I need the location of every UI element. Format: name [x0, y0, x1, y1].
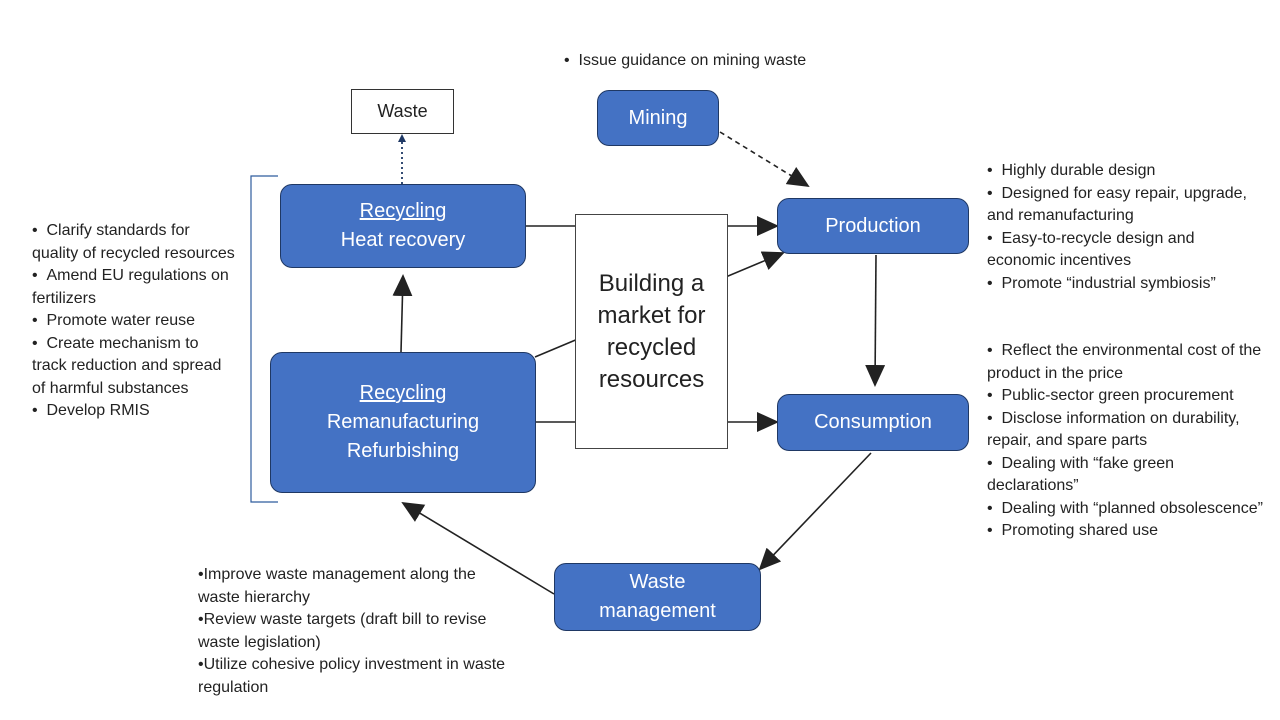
market-line-2: market for — [597, 301, 706, 329]
note-item: Utilize cohesive policy investment in wa… — [198, 654, 513, 699]
note-item: Public-sector green procurement — [987, 385, 1267, 408]
consumption-node: Consumption — [777, 394, 969, 451]
note-item: Highly durable design — [987, 160, 1267, 183]
market-line-3: recycled — [606, 333, 697, 361]
waste-label: Waste — [377, 101, 428, 121]
mining-label: Mining — [628, 106, 688, 129]
note-item: Promote “industrial symbiosis” — [987, 273, 1267, 296]
mining-node: Mining — [597, 90, 719, 146]
market-line-1: Building a — [598, 269, 705, 297]
note-item: Dealing with “fake green declarations” — [987, 453, 1267, 498]
note-item: Issue guidance on mining waste — [564, 50, 864, 73]
remanufacturing-label: Remanufacturing — [326, 411, 480, 433]
recycling-bracket — [250, 175, 278, 503]
mining-notes: Issue guidance on mining waste — [564, 50, 864, 73]
note-item: Dealing with “planned obsolescence” — [987, 498, 1267, 521]
note-item: Designed for easy repair, upgrade, and r… — [987, 183, 1267, 228]
production-node: Production — [777, 198, 969, 254]
note-item: Promoting shared use — [987, 520, 1267, 543]
note-item: Reflect the environmental cost of the pr… — [987, 340, 1267, 385]
waste-management-notes: Improve waste management along the waste… — [198, 564, 513, 699]
recycling-remanufacturing-node: Recycling Remanufacturing Refurbishing — [270, 352, 536, 493]
waste-management-node: Waste management — [554, 563, 761, 631]
waste-management-line-2: management — [599, 600, 716, 622]
heat-recovery-label: Heat recovery — [340, 229, 466, 251]
consumption-label: Consumption — [814, 411, 932, 433]
note-item: Disclose information on durability, repa… — [987, 408, 1267, 453]
arrow-consumption-waste-management — [758, 452, 872, 571]
note-item: Clarify standards for quality of recycle… — [32, 220, 237, 265]
recycling-notes: Clarify standards for quality of recycle… — [32, 220, 237, 423]
note-item: Review waste targets (draft bill to revi… — [198, 609, 513, 654]
arrow-mining-production — [719, 131, 810, 188]
note-item: Develop RMIS — [32, 400, 237, 423]
production-notes: Highly durable design Designed for easy … — [987, 160, 1267, 295]
waste-management-line-1: Waste — [629, 571, 686, 593]
arrow-reman-heat — [392, 274, 413, 353]
arrow-production-consumption — [865, 254, 886, 387]
market-line-4: resources — [598, 365, 705, 393]
note-item: Improve waste management along the waste… — [198, 564, 513, 609]
note-item: Promote water reuse — [32, 310, 237, 333]
note-item: Easy-to-recycle design and economic ince… — [987, 228, 1267, 273]
recycling-heat-title: Recycling — [359, 200, 447, 222]
market-box: Building a market for recycled resources — [575, 214, 728, 449]
arrow-waste-management-reman — [401, 501, 555, 595]
waste-box: Waste — [351, 89, 454, 134]
recycling-heat-recovery-node: Recycling Heat recovery — [280, 184, 526, 268]
recycling-reman-title: Recycling — [359, 382, 447, 404]
note-item: Amend EU regulations on fertilizers — [32, 265, 237, 310]
refurbishing-label: Refurbishing — [346, 440, 460, 462]
note-item: Create mechanism to track reduction and … — [32, 333, 237, 401]
consumption-notes: Reflect the environmental cost of the pr… — [987, 340, 1267, 543]
production-label: Production — [825, 214, 921, 237]
